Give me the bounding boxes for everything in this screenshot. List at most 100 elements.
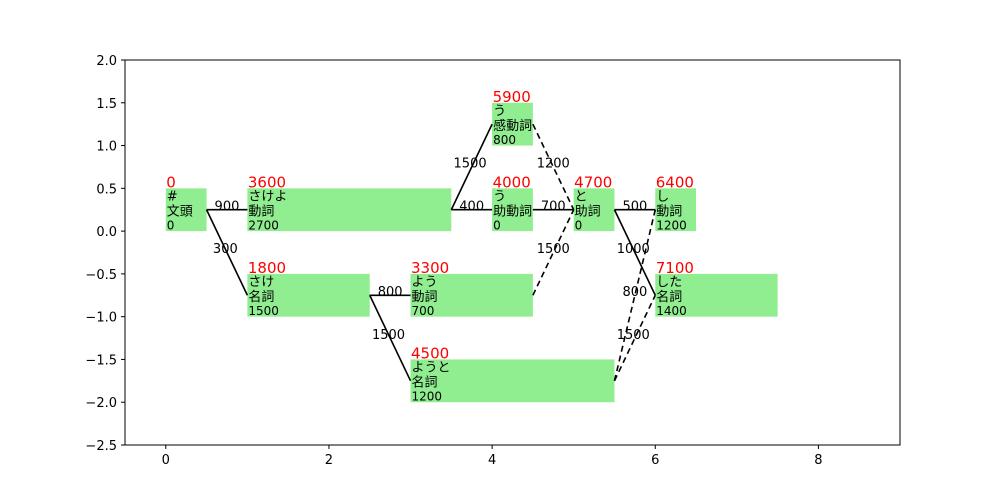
edge-cost-label: 1500 <box>372 328 405 343</box>
x-tick-label: 2 <box>325 453 333 468</box>
node-surface: # <box>167 189 178 204</box>
node-cumulative-cost: 4000 <box>493 173 531 191</box>
node-part-of-speech: 名詞 <box>656 289 682 305</box>
node-word-cost: 2700 <box>248 218 279 232</box>
node-part-of-speech: 助動詞 <box>493 204 532 219</box>
node-part-of-speech: 助詞 <box>575 204 601 219</box>
node-surface: ようと <box>412 360 451 375</box>
nodes-layer: 0#文頭03600さけよ動詞27001800さけ名詞15005900う感動詞80… <box>165 88 778 403</box>
node-box <box>247 188 452 232</box>
y-tick-label: 1.5 <box>96 97 117 112</box>
node-box <box>573 188 615 232</box>
edge-cost-label: 800 <box>378 285 403 300</box>
x-tick-label: 4 <box>488 453 496 468</box>
node-surface: う <box>493 189 506 204</box>
y-tick-label: 1.0 <box>96 140 117 155</box>
node-box <box>492 102 533 146</box>
node-box <box>655 188 697 232</box>
node-word-cost: 1400 <box>656 304 687 318</box>
y-tick-label: 2.0 <box>96 54 117 69</box>
node-cumulative-cost: 6400 <box>656 173 694 191</box>
node-word-cost: 1500 <box>248 304 279 318</box>
edge-cost-label: 700 <box>541 199 566 214</box>
node-surface: と <box>575 189 588 204</box>
node-cumulative-cost: 3600 <box>248 173 286 191</box>
x-tick-label: 8 <box>814 453 822 468</box>
node-cumulative-cost: 4700 <box>574 173 612 191</box>
lattice-node-bos: 0#文頭0 <box>165 173 207 232</box>
edge-cost-label: 400 <box>459 199 484 214</box>
y-tick-label: −1.5 <box>85 353 117 368</box>
node-cumulative-cost: 7100 <box>656 259 694 277</box>
node-part-of-speech: 動詞 <box>656 204 682 219</box>
lattice-edge-dashed <box>532 123 575 211</box>
node-cumulative-cost: 5900 <box>493 88 531 106</box>
node-box <box>410 273 533 317</box>
axes-frame <box>124 59 901 446</box>
lattice-edge <box>613 209 656 296</box>
y-tick-label: −0.5 <box>85 268 117 283</box>
node-word-cost: 800 <box>493 133 516 147</box>
lattice-edge <box>369 294 412 382</box>
node-box <box>492 188 533 232</box>
node-surface: う <box>493 104 506 119</box>
lattice-edge <box>450 123 493 211</box>
node-box <box>247 273 370 317</box>
node-surface: さけ <box>248 275 274 290</box>
edge-cost-label: 1500 <box>537 242 570 257</box>
node-word-cost: 0 <box>493 218 501 232</box>
node-surface: よう <box>412 275 438 290</box>
node-word-cost: 1200 <box>412 389 443 403</box>
x-tick-label: 6 <box>651 453 659 468</box>
y-tick-label: −1.0 <box>85 311 117 326</box>
node-box <box>655 273 778 317</box>
edge-cost-label: 1500 <box>617 328 650 343</box>
labels-layer: 900 300 800 1500 400 1500 700 1200 1500 500 1000 80… <box>213 157 650 343</box>
node-word-cost: 700 <box>412 304 435 318</box>
edges-layer <box>205 123 657 382</box>
node-part-of-speech: 動詞 <box>412 290 438 305</box>
node-word-cost: 0 <box>167 218 175 232</box>
edge-cost-label: 800 <box>622 285 647 300</box>
y-tick-label: −2.5 <box>85 439 117 454</box>
node-box <box>165 188 207 232</box>
y-tick-label: 0.0 <box>96 225 117 240</box>
edge-cost-label: 500 <box>622 199 647 214</box>
node-part-of-speech: 名詞 <box>248 289 274 305</box>
ticks-layer: 0 2 4 6 8 2.0 1.5 1.0 0.5 0.0 −0.5 −1.0 −1.5 −2.0 −2.5 <box>85 54 822 468</box>
edge-cost-label: 1000 <box>617 242 650 257</box>
node-cumulative-cost: 0 <box>166 173 176 191</box>
node-part-of-speech: 文頭 <box>167 204 193 219</box>
node-surface: し <box>656 189 669 204</box>
node-word-cost: 1200 <box>656 218 687 232</box>
node-box <box>410 359 615 403</box>
lattice-edge-dashed <box>532 209 575 296</box>
node-cumulative-cost: 1800 <box>248 259 286 277</box>
y-tick-label: −2.0 <box>85 396 117 411</box>
node-surface: した <box>656 275 682 290</box>
edge-cost-label: 1500 <box>454 157 487 172</box>
edge-cost-label: 1200 <box>537 157 570 172</box>
edge-cost-label: 300 <box>213 242 238 257</box>
node-part-of-speech: 動詞 <box>248 204 274 219</box>
node-word-cost: 0 <box>575 218 583 232</box>
edge-cost-label: 900 <box>215 199 240 214</box>
lattice-edge <box>205 209 249 296</box>
y-tick-label: 0.5 <box>96 182 117 197</box>
lattice-edge-dashed <box>613 294 656 382</box>
node-cumulative-cost: 3300 <box>411 259 449 277</box>
node-cumulative-cost: 4500 <box>411 344 449 362</box>
x-tick-label: 0 <box>162 453 170 468</box>
node-part-of-speech: 名詞 <box>412 374 438 390</box>
